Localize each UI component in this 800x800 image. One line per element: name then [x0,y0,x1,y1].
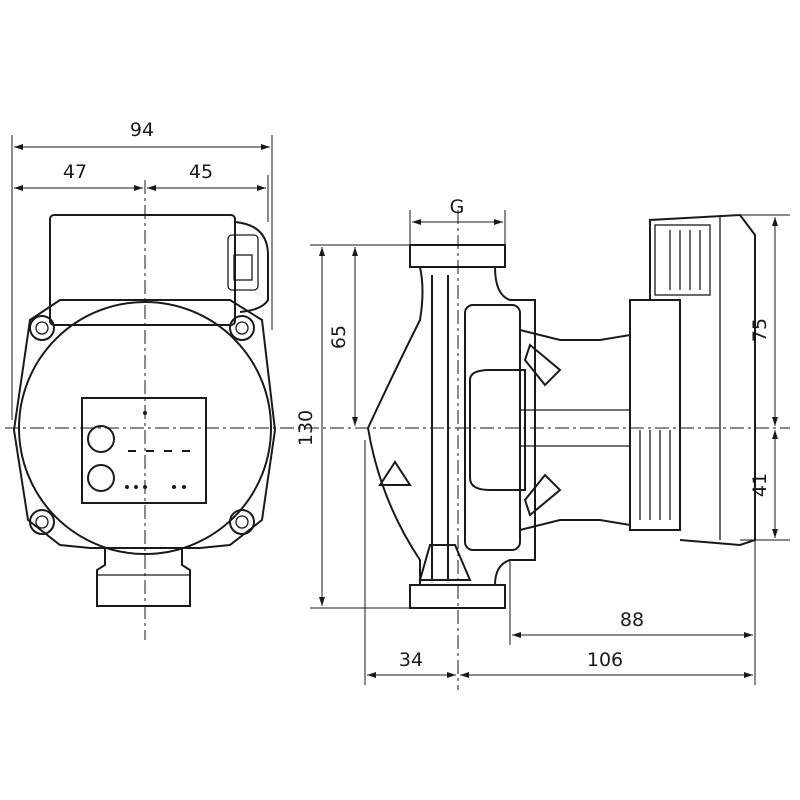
flow-direction-icon [378,460,412,486]
dim-label-47: 47 [63,161,87,183]
dimension-lines [11,135,790,685]
motor-base [629,299,681,531]
dim-label-41: 41 [749,473,771,497]
control-panel [81,397,207,504]
front-view [12,214,277,607]
side-view [366,213,756,609]
dim-label-106: 106 [587,649,623,671]
dim-label-g: G [450,196,465,218]
dim-label-75: 75 [749,318,771,342]
dim-label-45: 45 [189,161,213,183]
button-lower [87,464,115,492]
top-flange [409,244,506,268]
dim-label-34: 34 [399,649,423,671]
dim-label-94: 94 [130,119,154,141]
dim-label-65: 65 [328,325,350,349]
dim-label-130: 130 [295,410,317,446]
button-upper [87,425,115,453]
connector-plug [227,234,259,291]
dim-label-88: 88 [620,609,644,631]
bottom-flange [409,584,506,609]
